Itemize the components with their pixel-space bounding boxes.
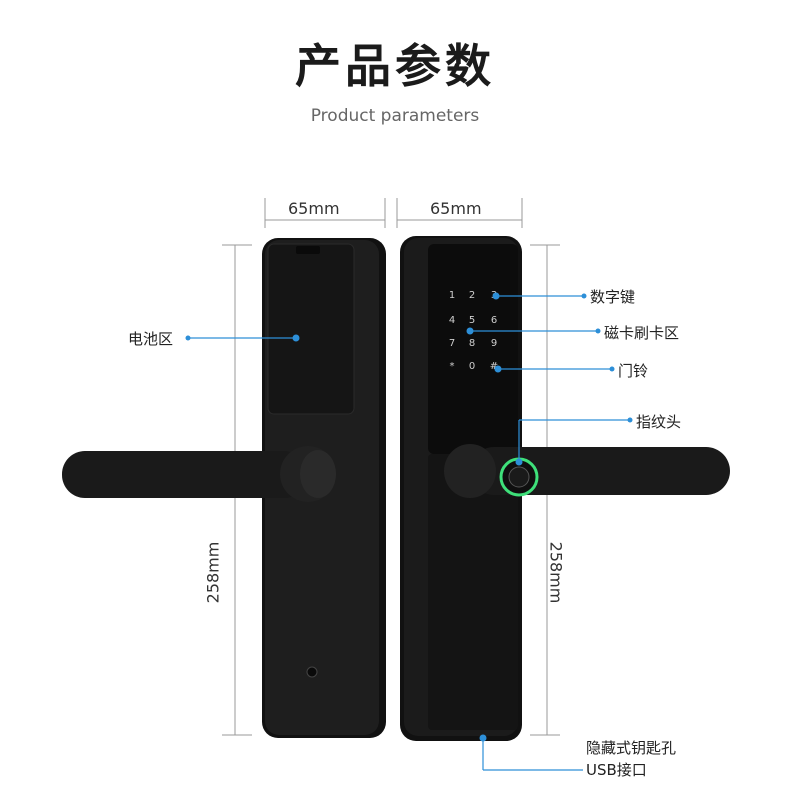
keypad-key: 9: [491, 338, 497, 349]
keypad-key: 5: [469, 315, 475, 326]
keypad-key: 6: [491, 315, 497, 326]
left-height-label: 258mm: [203, 541, 223, 604]
keypad-label: 数字键: [590, 288, 636, 306]
keypad-key: 2: [469, 290, 475, 301]
keypad-key: 1: [449, 290, 455, 301]
left-width-label: 65mm: [288, 199, 340, 218]
right-height-label: 258mm: [546, 541, 566, 604]
card-area-label: 磁卡刷卡区: [604, 324, 680, 342]
keypad-key: 7: [449, 338, 455, 349]
right-width-label: 65mm: [430, 199, 482, 218]
keypad-key: *: [450, 361, 455, 372]
usb-label: USB接口: [586, 761, 647, 779]
page-title: 产品参数: [295, 39, 495, 93]
keypad-key: 0: [469, 361, 475, 372]
front-lock: [400, 236, 730, 741]
keyhole-label: 隐藏式钥匙孔: [586, 739, 677, 757]
page-subtitle: Product parameters: [310, 106, 480, 126]
battery-area-label: 电池区: [128, 330, 174, 348]
doorbell-label: 门铃: [618, 362, 649, 380]
width-dimension-lines: [264, 198, 523, 228]
keypad-key: 8: [469, 338, 475, 349]
back-lock: [62, 238, 386, 738]
callout-dots: [185, 292, 633, 742]
keypad-key: #: [490, 361, 498, 372]
callout-lines: [186, 295, 630, 771]
keypad-key: 4: [449, 315, 455, 326]
fingerprint-label: 指纹头: [636, 413, 682, 431]
